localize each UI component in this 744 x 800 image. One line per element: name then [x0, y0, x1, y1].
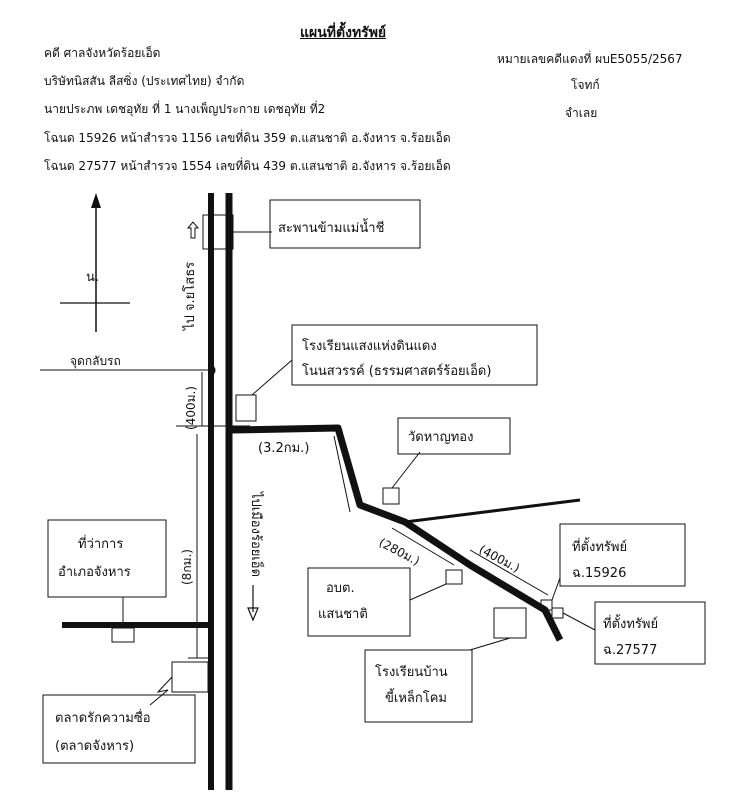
school-name-line2: โนนสวรรค์ (ธรรมศาสตร์ร้อยเอ็ด)	[302, 361, 491, 379]
property-1-marker	[540, 599, 553, 611]
deed-2-info: โฉนด 27577 หน้าสำรวจ 1554 เลขที่ดิน 439 …	[44, 159, 451, 173]
property-1-line2: ฉ.15926	[572, 566, 626, 581]
dist-280: (280ม.)	[377, 535, 422, 568]
school-label-box	[291, 324, 538, 386]
arrow-down-icon	[247, 585, 259, 622]
school-b-line2: ขี้เหล็กโคม	[385, 688, 447, 706]
property-2-line1: ที่ตั้งทรัพย์	[603, 614, 658, 632]
property-2-marker	[551, 607, 564, 619]
case-number: หมายเลขคดีแดงที่ ผบE5055/2567	[497, 52, 683, 66]
market-line1: ตลาดรักความซื่อ	[55, 709, 151, 726]
bridge-label: สะพานข้ามแม่น้ำชี	[278, 218, 385, 236]
school-name-line1: โรงเรียนแสงแห่งดินแดง	[302, 338, 437, 354]
branch-road	[231, 424, 581, 642]
property-1-line1: ที่ตั้งทรัพย์	[572, 537, 627, 555]
sao-label-box	[307, 567, 411, 637]
arrow-up-icon	[186, 221, 200, 239]
bridge-label-box	[269, 199, 421, 249]
office-marker	[111, 627, 135, 643]
road-to-yasothon-label: ไป จ.ยโสธร	[182, 262, 198, 331]
dist-400-vertical: (400ม.)	[184, 386, 198, 430]
role-defendant: จำเลย	[565, 106, 598, 120]
sao-line2: แสนชาติ	[318, 607, 368, 622]
north-label: น.	[86, 270, 99, 285]
school-b-label-box	[364, 649, 473, 723]
deed-1-info: โฉนด 15926 หน้าสำรวจ 1156 เลขที่ดิน 359 …	[44, 131, 451, 145]
page-title: แผนที่ตั้งทรัพย์	[300, 25, 387, 41]
sao-line1: อบต.	[326, 581, 355, 596]
office-label-box	[47, 519, 167, 598]
property-2-line2: ฉ.27577	[603, 643, 657, 658]
market-marker	[171, 661, 209, 693]
road-to-roiet-label: ไปเมืองร้อยเอ็ด	[248, 491, 266, 577]
temple-label: วัดหาญทอง	[408, 430, 473, 445]
case-court: คดี ศาลจังหวัดร้อยเอ็ด	[44, 46, 161, 60]
dist-3-2km: (3.2กม.)	[258, 441, 309, 456]
main-highway	[208, 193, 233, 790]
uturn-label: จุดกลับรถ	[70, 354, 121, 369]
office-line1: ที่ว่าการ	[78, 535, 123, 552]
school-marker	[235, 394, 257, 422]
dist-8km: (8กม.)	[180, 549, 194, 585]
sao-marker	[445, 569, 463, 585]
plaintiff-name: บริษัทนิสสัน ลีสซิ่ง (ประเทศไทย) จำกัด	[44, 74, 245, 88]
school-b-marker	[493, 607, 527, 639]
market-line2: (ตลาดจังหาร)	[55, 739, 134, 754]
office-line2: อำเภอจังหาร	[58, 565, 131, 580]
temple-marker	[382, 487, 400, 505]
property-1-label-box	[559, 523, 686, 587]
market-label-box	[42, 694, 196, 764]
role-plaintiff: โจทก์	[571, 78, 600, 92]
north-arrow: น.	[60, 193, 130, 332]
temple-label-box	[397, 417, 511, 455]
school-b-line1: โรงเรียนบ้าน	[375, 664, 448, 680]
defendants-names: นายประภพ เดชอุทัย ที่ 1 นางเพ็ญประกาย เด…	[44, 102, 326, 116]
property-2-label-box	[594, 601, 706, 665]
